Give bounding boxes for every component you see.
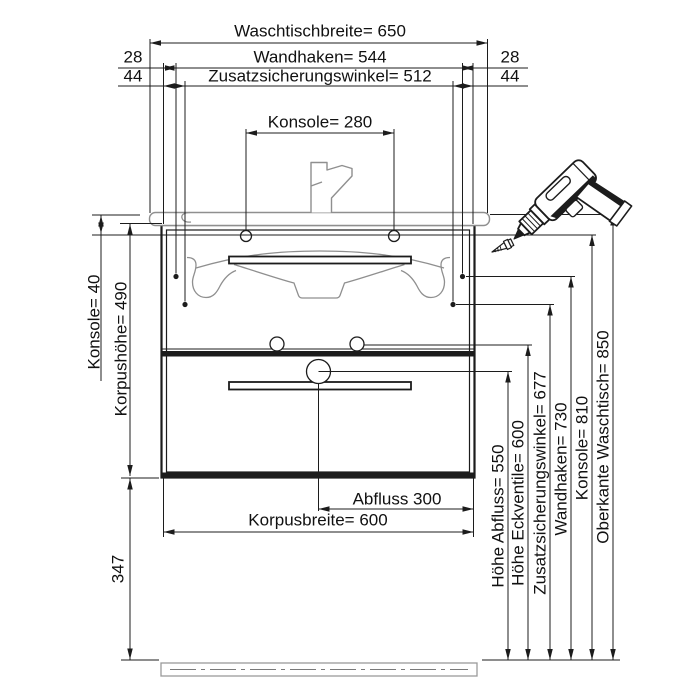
dim-label-korpushoehe: Korpushöhe= 490 bbox=[111, 281, 131, 417]
dim-label-offset-44-right: 44 bbox=[500, 66, 520, 86]
dim-label-zusatz-top: Zusatzsicherungswinkel= 512 bbox=[208, 66, 432, 86]
dim-label-347: 347 bbox=[108, 554, 128, 584]
faucet-icon bbox=[310, 161, 353, 213]
drill-trigger bbox=[565, 199, 584, 218]
konsole-hole-left bbox=[239, 229, 253, 243]
konsole-hole-right bbox=[387, 229, 401, 243]
dim-label-offset-44-left: 44 bbox=[123, 66, 143, 86]
wall-hook-point-left bbox=[173, 273, 179, 280]
dim-label-offset-28-left: 28 bbox=[123, 47, 143, 67]
dim-label-konsole-height: Konsole= 810 bbox=[572, 395, 592, 501]
safety-bracket-point-right bbox=[450, 301, 456, 308]
corner-valve-right bbox=[349, 336, 365, 352]
dim-label-abfluss: Abfluss 300 bbox=[352, 489, 442, 509]
dim-label-hoehe-eckventile: Höhe Eckventile= 600 bbox=[508, 420, 528, 586]
floor-line bbox=[121, 659, 620, 677]
dim-label-zusatz-height: Zusatzsicherungswinkel= 677 bbox=[530, 371, 550, 595]
dimension-lines-top bbox=[118, 39, 528, 302]
dim-label-korpusbreite: Korpusbreite= 600 bbox=[248, 510, 388, 530]
dimension-lines-left bbox=[92, 214, 596, 660]
drill-icon bbox=[513, 159, 633, 240]
drawer-handle-top bbox=[228, 255, 412, 265]
dim-label-konsole-width: Konsole= 280 bbox=[267, 112, 373, 132]
dim-label-offset-28-right: 28 bbox=[500, 47, 520, 67]
dimension-lines-bottom bbox=[163, 371, 512, 537]
corner-valve-left bbox=[269, 336, 285, 352]
dim-label-konsole-40: Konsole= 40 bbox=[84, 274, 104, 370]
dim-label-waschtischbreite: Waschtischbreite= 650 bbox=[234, 21, 406, 41]
drawer-divider bbox=[161, 351, 475, 357]
dim-label-oberkante: Oberkante Waschtisch= 850 bbox=[593, 330, 613, 544]
counter-top bbox=[148, 211, 491, 227]
dim-label-wandhaken-height: Wandhaken= 730 bbox=[551, 402, 571, 536]
safety-bracket-point-left bbox=[182, 301, 188, 308]
dim-label-wandhaken-top: Wandhaken= 544 bbox=[253, 47, 387, 67]
siphon-trap-outline bbox=[233, 263, 405, 299]
dim-label-hoehe-abfluss: Höhe Abfluss= 550 bbox=[488, 444, 508, 588]
drill-vent-slot bbox=[545, 175, 571, 201]
screw-icon bbox=[491, 238, 515, 253]
wall-hook-point-right bbox=[459, 273, 466, 280]
